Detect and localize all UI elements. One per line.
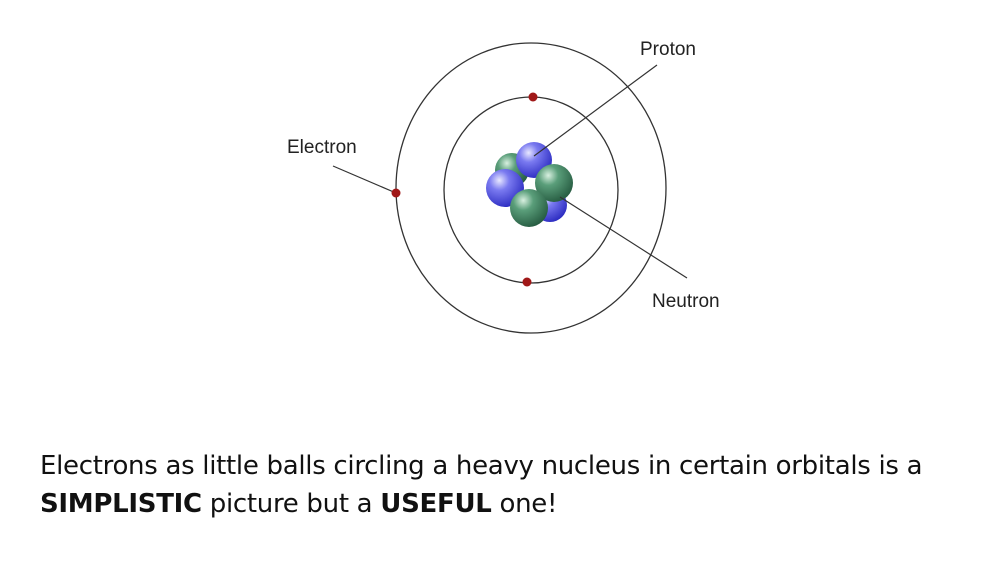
neutron bbox=[510, 189, 548, 227]
proton-pointer bbox=[533, 64, 658, 157]
caption-line-1: Electrons as little balls circling a hea… bbox=[40, 451, 923, 481]
electron bbox=[522, 277, 532, 287]
neutron bbox=[535, 164, 573, 202]
caption-line-2: SIMPLISTIC picture but a USEFUL one! bbox=[40, 485, 922, 523]
electron-label: Electron bbox=[287, 137, 357, 158]
proton-label: Proton bbox=[640, 39, 696, 60]
neutron-label: Neutron bbox=[652, 291, 720, 312]
useful-emphasis: USEFUL bbox=[380, 489, 492, 519]
simplistic-emphasis: SIMPLISTIC bbox=[40, 489, 202, 519]
outer-orbit bbox=[395, 42, 667, 334]
neutron-pointer bbox=[559, 196, 688, 279]
caption-mid: picture but a bbox=[201, 489, 381, 519]
electron-pointer bbox=[332, 165, 397, 194]
electron bbox=[391, 188, 401, 198]
nucleus bbox=[486, 142, 573, 227]
caption: Electrons as little balls circling a hea… bbox=[40, 447, 923, 523]
caption-end: one! bbox=[491, 489, 558, 519]
electron bbox=[528, 92, 538, 102]
